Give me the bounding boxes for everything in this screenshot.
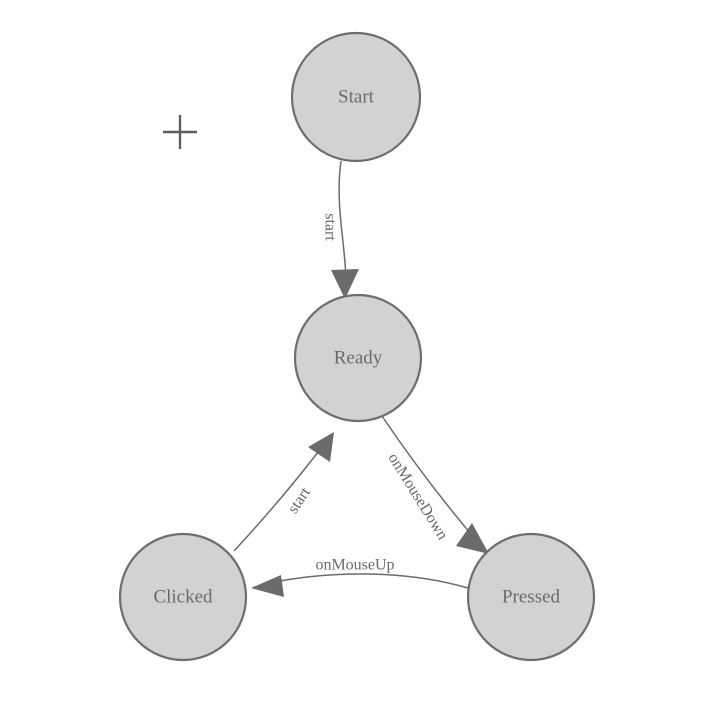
node-label-pressed: Pressed bbox=[502, 586, 561, 607]
state-node-ready[interactable]: Ready bbox=[293, 293, 423, 423]
edge-clicked-to-ready[interactable] bbox=[233, 442, 326, 552]
node-circle-clicked[interactable] bbox=[118, 532, 248, 662]
node-label-clicked: Clicked bbox=[153, 586, 213, 607]
edge-label-start-to-ready[interactable]: start bbox=[321, 213, 338, 241]
crosshair-plus-icon bbox=[163, 115, 197, 149]
node-circle-ready[interactable] bbox=[293, 293, 423, 423]
arrowhead-start-to-ready bbox=[331, 269, 359, 299]
arrowhead-clicked-to-ready bbox=[308, 432, 334, 462]
edge-label-pressed-to-clicked[interactable]: onMouseUp bbox=[315, 557, 394, 574]
edge-pressed-to-clicked[interactable] bbox=[263, 573, 469, 589]
state-node-start[interactable]: Start bbox=[290, 31, 422, 163]
node-circle-pressed[interactable] bbox=[466, 532, 596, 662]
edges-group bbox=[233, 160, 489, 597]
state-node-clicked[interactable]: Clicked bbox=[118, 532, 248, 662]
arrowhead-pressed-to-clicked bbox=[251, 575, 284, 597]
arrowhead-ready-to-pressed bbox=[456, 523, 489, 554]
state-node-pressed[interactable]: Pressed bbox=[466, 532, 596, 662]
node-label-start: Start bbox=[338, 86, 375, 107]
node-circle-start[interactable] bbox=[290, 31, 422, 163]
node-label-ready: Ready bbox=[334, 347, 383, 368]
